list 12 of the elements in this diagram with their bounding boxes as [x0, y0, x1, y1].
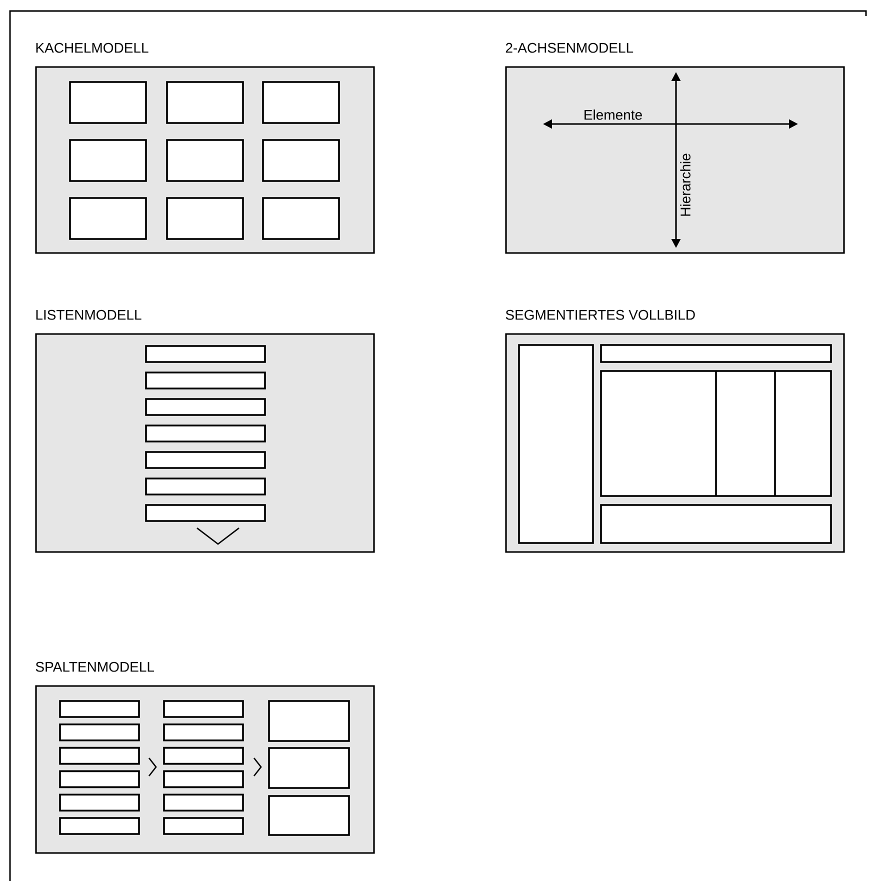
wireframe-panel [35, 662, 375, 854]
wireframe-panel [505, 42, 845, 254]
axis-label: Elemente [584, 110, 642, 120]
axis-label: Hierarchie [680, 154, 690, 216]
panel-title: KACHELMODELL [36, 42, 148, 53]
panel-title: LISTENMODELL [36, 310, 142, 320]
wireframe-panel [505, 310, 845, 553]
panel-title: 2-ACHSENMODELL [506, 42, 634, 53]
panel-title: SEGMENTIERTES VOLLBILD [506, 310, 695, 320]
wireframe-panel [35, 310, 375, 553]
panel-title: SPALTENMODELL [36, 662, 154, 672]
wireframe-panel [35, 42, 375, 254]
